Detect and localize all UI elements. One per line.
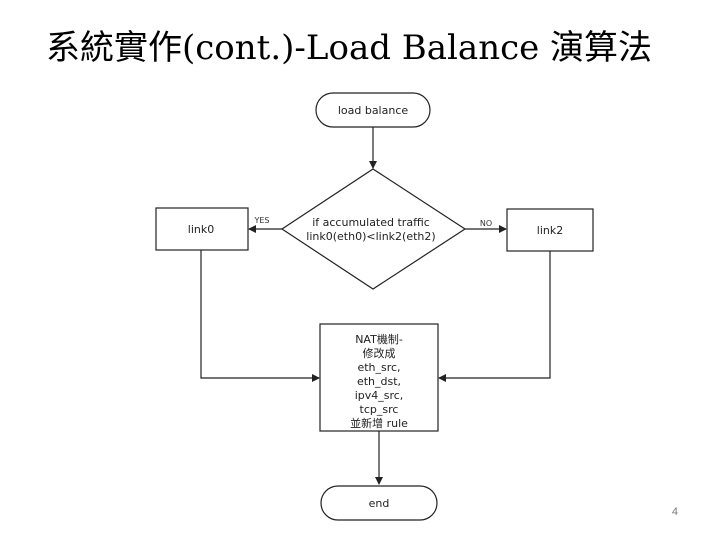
process-line-1: NAT機制- xyxy=(355,332,403,346)
end-node: end xyxy=(320,485,438,521)
decision-line-2: link0(eth0)<link2(eth2) xyxy=(306,230,435,243)
end-node-label: end xyxy=(369,497,390,510)
process-line-6: tcp_src xyxy=(360,403,399,416)
process-node: NAT機制- 修改成 eth_src, eth_dst, ipv4_src, t… xyxy=(319,323,439,432)
process-line-4: eth_dst, xyxy=(357,375,401,388)
start-node-label: load balance xyxy=(338,104,409,117)
link2-node: link2 xyxy=(506,208,594,252)
process-line-3: eth_src, xyxy=(357,361,400,374)
start-node: load balance xyxy=(315,92,431,128)
yes-label: YES xyxy=(253,216,269,225)
decision-node: if accumulated traffic link0(eth0)<link2… xyxy=(280,168,467,290)
page-number: 4 xyxy=(671,506,678,518)
process-line-5: ipv4_src, xyxy=(355,389,404,402)
connector-link2-to-process xyxy=(438,250,551,382)
link2-label: link2 xyxy=(537,224,563,237)
process-line-2: 修改成 xyxy=(363,346,396,360)
decision-line-1: if accumulated traffic xyxy=(312,216,430,229)
flow-connectors xyxy=(200,127,551,485)
connector-link0-to-process xyxy=(200,250,320,382)
link0-node: link0 xyxy=(155,207,249,251)
slide-title: 系統實作(cont.)-Load Balance 演算法 xyxy=(46,28,653,68)
link0-label: link0 xyxy=(188,223,214,236)
no-label: NO xyxy=(480,219,492,228)
process-line-7: 並新增 rule xyxy=(350,416,408,430)
